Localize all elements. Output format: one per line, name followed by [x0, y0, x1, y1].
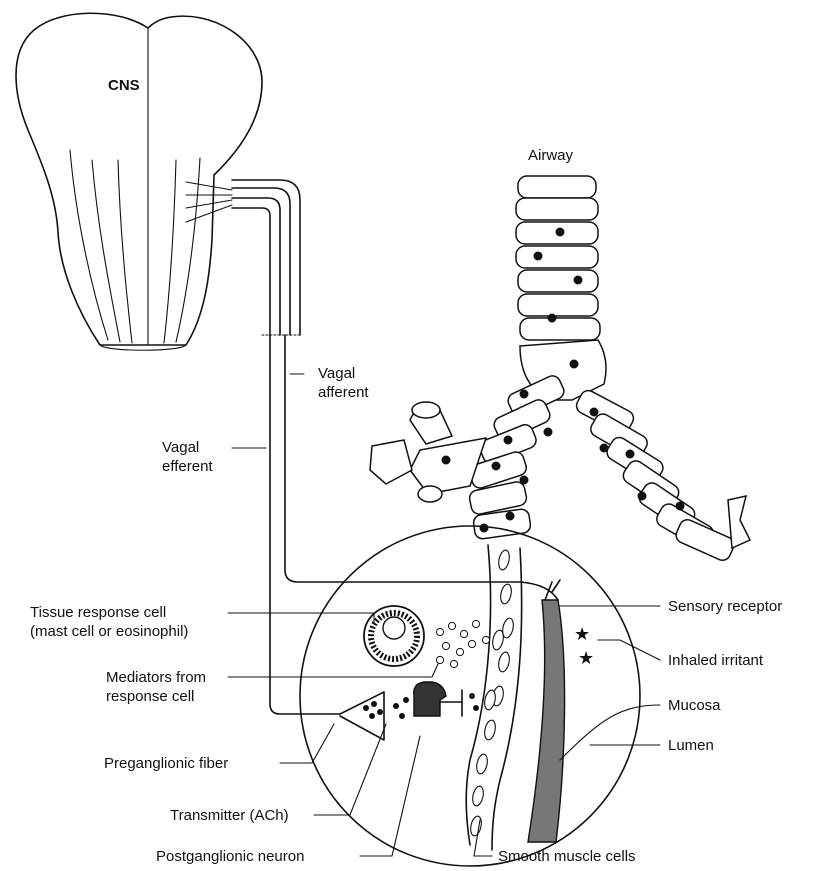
- airway-gland-dot: [480, 524, 489, 533]
- smooth-muscle-cells-label: Smooth muscle cells: [498, 847, 636, 866]
- vagal-efferent-line-2: efferent: [162, 457, 213, 476]
- airway-gland-dot: [556, 228, 565, 237]
- trachea-ring: [518, 294, 598, 316]
- mucosa-layer: [528, 600, 565, 842]
- cns-brainstem: [16, 13, 262, 350]
- magnified-view: ★ ★: [300, 526, 640, 866]
- right-bronchus-end: [728, 496, 750, 548]
- tissue-response-line-1: Tissue response cell: [30, 603, 188, 622]
- smooth-muscle-cells: [469, 549, 515, 837]
- postganglionic-neuron: [414, 682, 479, 716]
- smooth-muscle-cell: [497, 549, 511, 571]
- airway-gland-dot: [534, 252, 543, 261]
- mediator-granule: [436, 656, 443, 663]
- lumen-label: Lumen: [668, 736, 714, 755]
- trachea-ring: [520, 318, 600, 340]
- mediators-line-2: response cell: [106, 687, 206, 706]
- tissue-response-cell: [364, 606, 424, 666]
- smooth-muscle-cell: [497, 651, 511, 673]
- cns-label: CNS: [108, 76, 140, 95]
- smooth-muscle-cell: [469, 815, 483, 837]
- trachea-ring: [518, 176, 596, 198]
- airway-gland-dot: [590, 408, 599, 417]
- airway-gland-dot: [506, 512, 515, 521]
- airway-gland-dot: [638, 492, 647, 501]
- trachea-ring: [518, 270, 598, 292]
- smooth-muscle-cell: [499, 583, 513, 605]
- airway-label: Airway: [528, 146, 573, 165]
- ach-vesicles: [363, 697, 409, 719]
- vagal-afferent-line-1: Vagal: [318, 364, 369, 383]
- mediator-granule: [436, 628, 443, 635]
- airway-gland-dot: [504, 436, 513, 445]
- airway-gland-dot: [626, 450, 635, 459]
- airway-gland-dot: [442, 456, 451, 465]
- mediator-granule: [450, 660, 457, 667]
- vagus-nerve-bundle: [232, 180, 302, 335]
- trachea-ring: [516, 198, 598, 220]
- smooth-muscle-cell: [483, 719, 497, 741]
- mediator-granule: [456, 648, 463, 655]
- left-upper-opening: [412, 402, 440, 418]
- airway-gland-dot: [520, 476, 529, 485]
- airway-gland-dot: [548, 314, 557, 323]
- mediator-granule: [482, 636, 489, 643]
- preganglionic-fiber-label: Preganglionic fiber: [104, 754, 228, 773]
- airway-gland-dot: [676, 502, 685, 511]
- mediators-label: Mediators from response cell: [106, 668, 206, 706]
- preganglionic-terminal: [334, 692, 384, 740]
- airway-tree: [370, 176, 750, 563]
- inhaled-irritant-label: Inhaled irritant: [668, 651, 763, 670]
- airway-gland-dot: [600, 444, 609, 453]
- airway-gland-dot: [544, 428, 553, 437]
- vagal-efferent-label: Vagal efferent: [162, 438, 213, 476]
- left-lower-opening: [418, 486, 442, 502]
- mediator-granule: [468, 640, 475, 647]
- mucosa-label: Mucosa: [668, 696, 721, 715]
- mediator-granule: [472, 620, 479, 627]
- postganglionic-neuron-label: Postganglionic neuron: [156, 847, 304, 866]
- vagal-afferent-line-2: afferent: [318, 383, 369, 402]
- mediator-granule: [442, 642, 449, 649]
- mediators-line-1: Mediators from: [106, 668, 206, 687]
- mediator-granule: [460, 630, 467, 637]
- irritant-star-1: ★: [574, 624, 590, 645]
- vagal-efferent-line-1: Vagal: [162, 438, 213, 457]
- smooth-muscle-cell: [471, 785, 485, 807]
- mediator-granules: [436, 620, 489, 667]
- smooth-muscle-cell: [483, 689, 497, 711]
- airway-gland-dot: [574, 276, 583, 285]
- vagal-afferent-label: Vagal afferent: [318, 364, 369, 402]
- irritant-star-2: ★: [578, 648, 594, 669]
- left-lateral-branch: [370, 440, 412, 484]
- trachea-ring: [516, 246, 598, 268]
- tissue-response-line-2: (mast cell or eosinophil): [30, 622, 188, 641]
- airway-gland-dot: [492, 462, 501, 471]
- mediator-granule: [448, 622, 455, 629]
- airway-gland-dot: [520, 390, 529, 399]
- transmitter-label: Transmitter (ACh): [170, 806, 289, 825]
- airway-gland-dot: [570, 360, 579, 369]
- tissue-response-cell-label: Tissue response cell (mast cell or eosin…: [30, 603, 188, 641]
- smooth-muscle-cell: [475, 753, 489, 775]
- sensory-receptor-label: Sensory receptor: [668, 597, 782, 616]
- smooth-muscle-cell: [491, 629, 505, 651]
